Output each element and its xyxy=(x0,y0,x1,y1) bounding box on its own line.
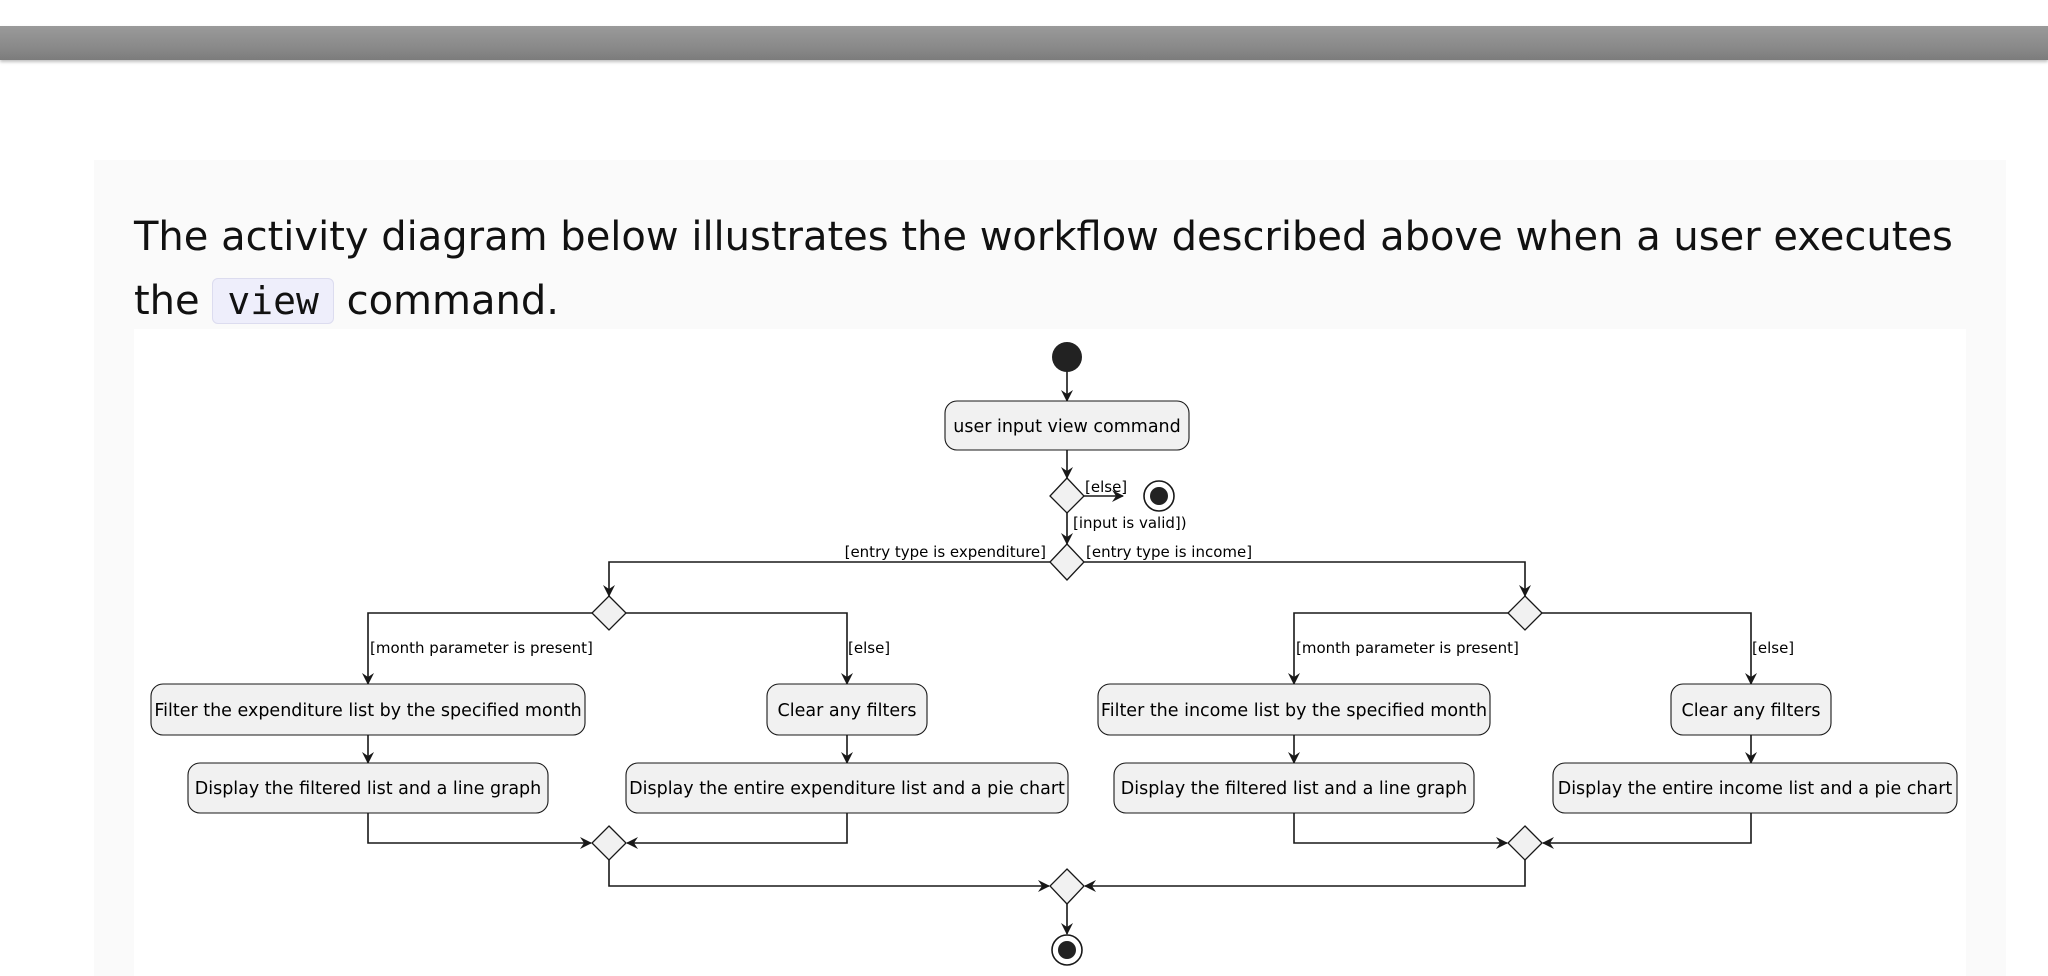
start-node xyxy=(1052,342,1082,372)
action-clear-exp-label: Clear any filters xyxy=(778,701,917,721)
guard-input-valid: [input is valid]) xyxy=(1073,514,1187,532)
activity-diagram: user input view command Filter the expen… xyxy=(134,329,1966,976)
action-display-inc-line-label: Display the filtered list and a line gra… xyxy=(1121,779,1468,799)
action-filter-inc-box xyxy=(1097,683,1491,736)
edge-expenditure xyxy=(603,561,1050,597)
activity-diagram-svg: user input view command Filter the expen… xyxy=(150,342,1958,966)
edge-else-inc xyxy=(1542,612,1757,685)
merge-inc xyxy=(1507,825,1543,861)
action-clear-inc-label: Clear any filters xyxy=(1682,701,1821,721)
merge-final xyxy=(1049,868,1085,905)
edge-income xyxy=(1084,561,1531,597)
inline-code-view: view xyxy=(212,278,334,324)
guard-else-end: [else] xyxy=(1085,478,1127,496)
action-input-box xyxy=(944,400,1190,451)
action-display-exp-pie-box xyxy=(625,762,1069,814)
edge-exp-line-merge xyxy=(367,813,592,849)
guard-income: [entry type is income] xyxy=(1086,543,1252,561)
action-display-exp-pie-label: Display the entire expenditure list and … xyxy=(629,779,1065,799)
action-display-exp-line-label: Display the filtered list and a line gra… xyxy=(195,779,542,799)
edge-month-inc xyxy=(1288,612,1508,685)
decision-month-exp xyxy=(591,595,627,631)
end-node-final xyxy=(1051,934,1083,966)
edge-inc-final-merge xyxy=(1084,860,1526,892)
action-filter-exp-box xyxy=(150,683,586,736)
decision-entry-type xyxy=(1049,543,1085,581)
document-content: The activity diagram below illustrates t… xyxy=(94,160,2006,976)
decision-month-inc xyxy=(1507,595,1543,631)
action-display-inc-line-box xyxy=(1113,762,1475,814)
edge-inc-pie-merge xyxy=(1542,813,1752,849)
guard-month-inc: [month parameter is present] xyxy=(1296,639,1519,657)
action-filter-exp-label: Filter the expenditure list by the speci… xyxy=(154,701,581,721)
intro-text-end: command. xyxy=(333,278,559,324)
action-display-exp-line-box xyxy=(187,762,549,814)
action-display-inc-pie-box xyxy=(1552,762,1958,814)
decision-input-valid xyxy=(1049,477,1085,514)
action-filter-inc-label: Filter the income list by the specified … xyxy=(1101,701,1487,721)
edge-inc-line-merge xyxy=(1293,813,1508,849)
action-input-label: user input view command xyxy=(953,417,1181,437)
action-display-inc-pie-label: Display the entire income list and a pie… xyxy=(1558,779,1953,799)
edge-exp-final-merge xyxy=(608,860,1050,892)
action-clear-inc-box xyxy=(1670,683,1832,736)
guard-month-exp: [month parameter is present] xyxy=(370,639,593,657)
end-node-invalid xyxy=(1143,480,1175,512)
guard-else-exp: [else] xyxy=(848,639,890,657)
edge-exp-pie-merge xyxy=(626,813,848,849)
window-title-bar xyxy=(0,26,2048,60)
guard-expenditure: [entry type is expenditure] xyxy=(845,543,1046,561)
intro-paragraph: The activity diagram below illustrates t… xyxy=(134,205,1994,333)
guard-else-inc: [else] xyxy=(1752,639,1794,657)
action-clear-exp-box xyxy=(766,683,928,736)
merge-exp xyxy=(591,825,627,861)
edge-month-exp xyxy=(362,612,592,685)
edge-else-exp xyxy=(626,612,853,685)
intro-text: The activity diagram below illustrates t… xyxy=(134,214,1953,324)
